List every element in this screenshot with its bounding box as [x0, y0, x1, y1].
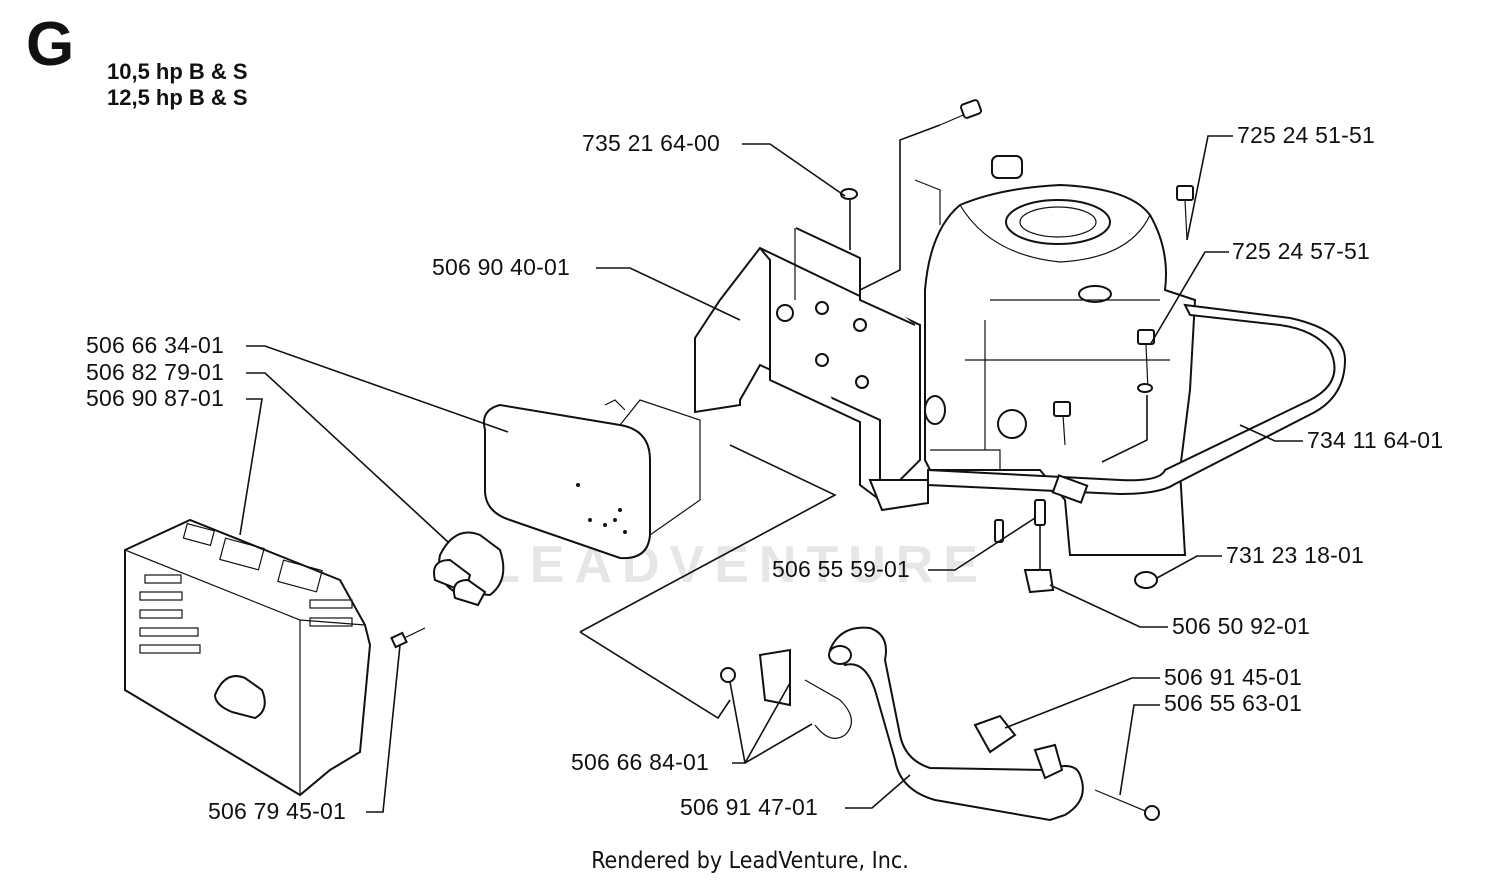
tube-frame — [927, 303, 1347, 496]
part-label-506914701[interactable]: 506 91 47-01 — [680, 794, 818, 820]
muffler — [483, 399, 701, 560]
pipe-clamp — [720, 648, 852, 739]
part-label-506509201[interactable]: 506 50 92-01 — [1172, 613, 1310, 639]
part-label-506794501[interactable]: 506 79 45-01 — [208, 798, 346, 824]
leader-lines — [239, 124, 1303, 813]
hardware — [390, 99, 1194, 649]
part-label-731231801[interactable]: 731 23 18-01 — [1226, 542, 1364, 568]
engine-illustration — [924, 155, 1197, 556]
part-label-506663401[interactable]: 506 66 34-01 — [86, 332, 224, 358]
part-label-506556301[interactable]: 506 55 63-01 — [1164, 690, 1302, 716]
muffler-guard — [124, 518, 372, 797]
part-label-506668401[interactable]: 506 66 84-01 — [571, 749, 709, 775]
engine-bracket — [694, 179, 941, 512]
watermark-text: LEADVENTURE — [488, 536, 989, 594]
part-label-725245751[interactable]: 725 24 57-51 — [1232, 238, 1370, 264]
model-line-2: 12,5 hp B & S — [107, 85, 248, 110]
part-label-506904001[interactable]: 506 90 40-01 — [432, 254, 570, 280]
part-label-734116401[interactable]: 734 11 64-01 — [1307, 427, 1444, 453]
part-label-506555901[interactable]: 506 55 59-01 — [772, 556, 910, 582]
exhaust-elbow — [433, 531, 505, 607]
part-label-725245151[interactable]: 725 24 51-51 — [1237, 122, 1375, 148]
model-line-1: 10,5 hp B & S — [107, 59, 248, 84]
part-label-506914501[interactable]: 506 91 45-01 — [1164, 664, 1302, 690]
part-label-506908701[interactable]: 506 90 87-01 — [86, 385, 224, 411]
section-letter: G — [26, 10, 75, 79]
part-label-735216400[interactable]: 735 21 64-00 — [582, 130, 720, 156]
footer-credit: Rendered by LeadVenture, Inc. — [591, 848, 909, 874]
part-label-506827901[interactable]: 506 82 79-01 — [86, 359, 224, 385]
exhaust-pipe — [828, 626, 1160, 822]
